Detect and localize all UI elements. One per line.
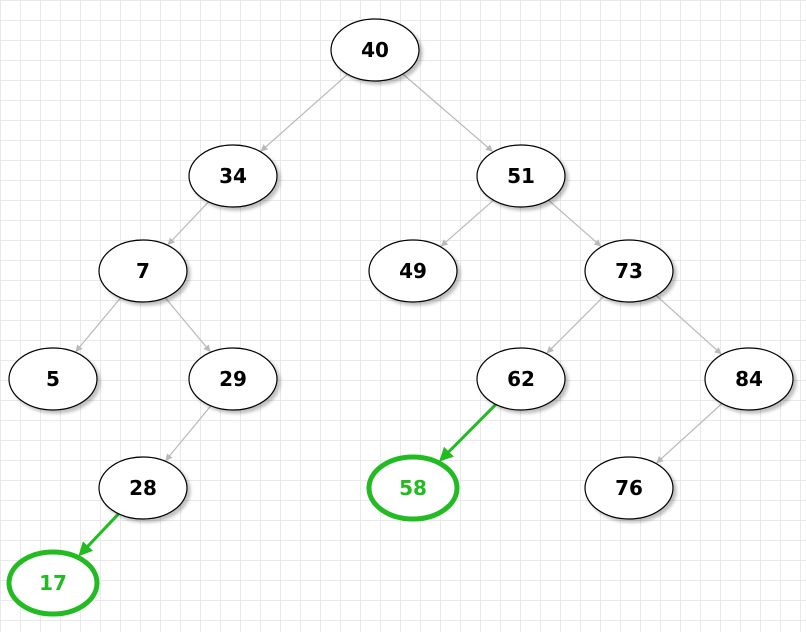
node-label: 58 bbox=[399, 476, 427, 500]
edge-n51-n49 bbox=[440, 199, 494, 247]
tree-node-73: 73 bbox=[584, 239, 674, 303]
node-ellipse bbox=[188, 144, 278, 208]
edge-n7-n5 bbox=[75, 297, 122, 353]
node-ellipse bbox=[584, 239, 674, 303]
node-ellipse bbox=[476, 347, 566, 411]
edges-layer bbox=[75, 73, 723, 557]
node-ellipse bbox=[704, 347, 794, 411]
tree-node-29: 29 bbox=[188, 347, 278, 411]
node-label: 7 bbox=[136, 259, 150, 283]
edge-n73-n62 bbox=[546, 295, 605, 354]
node-label: 49 bbox=[399, 259, 427, 283]
edge-n40-n34 bbox=[260, 73, 348, 152]
tree-node-76: 76 bbox=[584, 456, 674, 520]
tree-node-34: 34 bbox=[188, 144, 278, 208]
node-ellipse bbox=[366, 454, 460, 522]
node-label: 51 bbox=[507, 164, 535, 188]
node-ellipse bbox=[584, 456, 674, 520]
node-label: 28 bbox=[129, 476, 157, 500]
node-ellipse bbox=[188, 347, 278, 411]
node-label: 84 bbox=[735, 367, 763, 391]
node-label: 5 bbox=[46, 367, 60, 391]
node-ellipse bbox=[476, 144, 566, 208]
node-label: 34 bbox=[219, 164, 247, 188]
tree-node-84: 84 bbox=[704, 347, 794, 411]
node-ellipse bbox=[98, 456, 188, 520]
edge-n40-n51 bbox=[402, 73, 493, 152]
node-label: 29 bbox=[219, 367, 247, 391]
edge-n51-n73 bbox=[548, 199, 602, 247]
tree-node-7: 7 bbox=[98, 239, 188, 303]
edge-n62-n58-highlighted bbox=[439, 403, 497, 462]
tree-node-5: 5 bbox=[8, 347, 98, 411]
node-ellipse bbox=[8, 347, 98, 411]
tree-node-58-highlighted: 58 bbox=[366, 454, 460, 522]
nodes-layer: 40 34 51 7 49 73 5 29 62 84 28 58 76 17 bbox=[6, 18, 794, 617]
tree-node-62: 62 bbox=[476, 347, 566, 411]
edge-n84-n76 bbox=[656, 403, 723, 464]
edge-n28-n17-highlighted bbox=[78, 512, 120, 557]
edge-n73-n84 bbox=[655, 294, 722, 355]
edge-n29-n28 bbox=[165, 405, 212, 461]
edge-n34-n7 bbox=[167, 201, 210, 246]
node-ellipse bbox=[6, 549, 100, 617]
node-ellipse bbox=[330, 18, 420, 82]
edge-n7-n29 bbox=[164, 297, 211, 353]
tree-node-40: 40 bbox=[330, 18, 420, 82]
node-ellipse bbox=[368, 239, 458, 303]
tree-node-17-highlighted: 17 bbox=[6, 549, 100, 617]
node-label: 62 bbox=[507, 367, 535, 391]
node-ellipse bbox=[98, 239, 188, 303]
node-label: 76 bbox=[615, 476, 643, 500]
tree-node-51: 51 bbox=[476, 144, 566, 208]
tree-node-28: 28 bbox=[98, 456, 188, 520]
node-label: 73 bbox=[615, 259, 643, 283]
node-label: 40 bbox=[361, 38, 389, 62]
node-label: 17 bbox=[39, 571, 67, 595]
tree-node-49: 49 bbox=[368, 239, 458, 303]
